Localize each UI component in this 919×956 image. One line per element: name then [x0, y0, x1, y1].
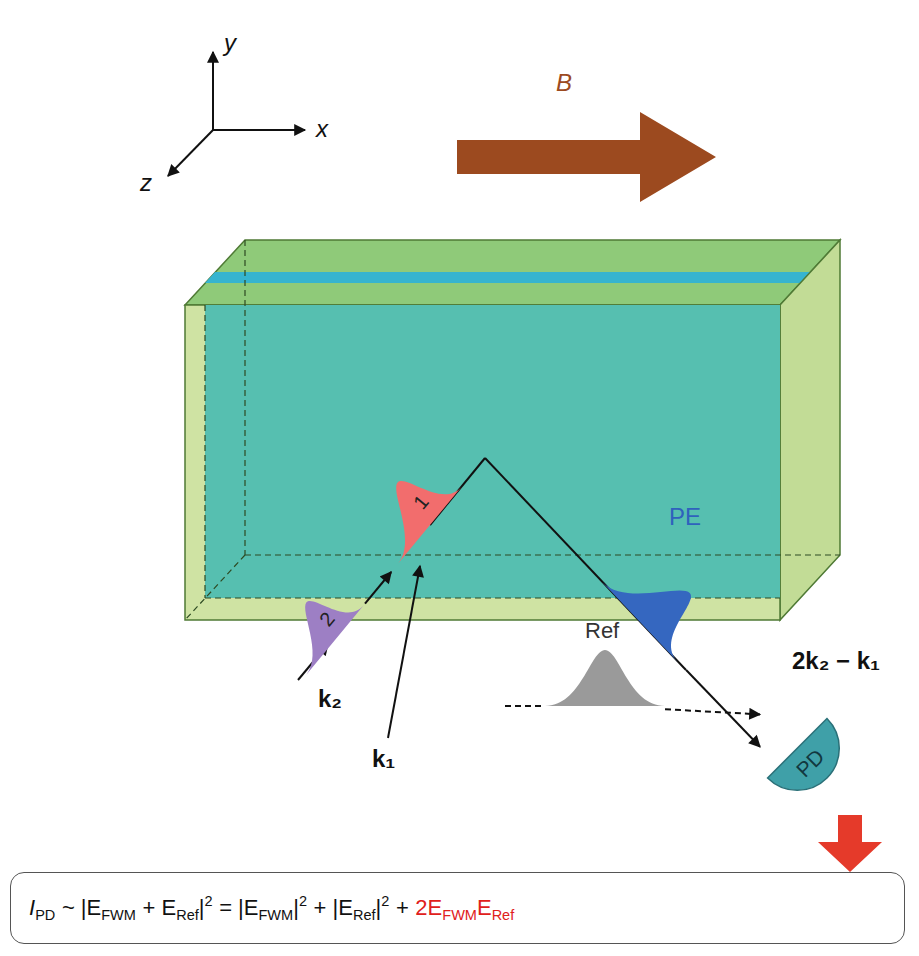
detector-body [768, 719, 857, 808]
intensity-formula-box: IPD~ |EFWM+ ERef|2= |EFWM|2+ |ERef|2+2EF… [10, 872, 905, 944]
pulse-envelope [545, 650, 665, 706]
axis-label: y [224, 30, 236, 56]
pulse-label: 1 [410, 491, 433, 512]
beam-arrow [665, 709, 760, 714]
formula-part: + [396, 895, 409, 920]
photon-echo-pulse: PE [585, 505, 720, 670]
formula-part: = |E [219, 895, 258, 920]
pulse-shape [370, 450, 480, 572]
beam-arrow [686, 670, 760, 747]
pulse-label: Ref [585, 620, 619, 642]
formula-part: I [29, 895, 35, 920]
formula-part: E [477, 895, 492, 920]
detector-shape [760, 705, 870, 815]
field-label: B [556, 70, 572, 96]
formula-part: 2 [381, 893, 389, 909]
pump-pulse-2: 2 [265, 545, 365, 675]
formula-part: 2E [415, 895, 442, 920]
formula-part: Ref [492, 907, 515, 923]
k1-beam [388, 566, 420, 738]
formula-part: + E [143, 895, 177, 920]
slab-top [185, 240, 840, 305]
formula-part: | [376, 895, 382, 920]
formula-part: ~ |E [62, 895, 101, 920]
formula-part: Ref [176, 907, 199, 923]
pulse-envelope [602, 544, 718, 662]
pump-pulse-1: 1 [370, 450, 480, 572]
formula-part: | [293, 895, 299, 920]
k2-beam [298, 644, 328, 680]
wavevector-label: k₂ [318, 686, 342, 712]
axis-label: x [316, 116, 328, 142]
slab-side [780, 240, 840, 620]
formula-part: PD [35, 907, 55, 923]
wavevector-label: k₁ [372, 746, 395, 772]
pulse-label: PE [669, 505, 701, 529]
field-arrow [457, 112, 716, 202]
pulse-shape [545, 620, 665, 712]
pulse-label: 2 [316, 609, 339, 630]
beam-paths [298, 458, 686, 738]
hidden-edges [185, 240, 840, 620]
pulse-envelope [358, 453, 462, 563]
formula-part: 2 [299, 893, 307, 909]
slab-front [185, 305, 780, 620]
edge-label: 2k₂ − k₁ [792, 648, 880, 674]
echo-beam [485, 458, 686, 670]
axis-label: z [140, 170, 152, 196]
y-axis [212, 52, 214, 130]
formula-part: FWM [442, 907, 477, 923]
slab-front-inner [205, 305, 780, 598]
x-axis [213, 129, 305, 131]
reference-beam [505, 705, 545, 707]
reference-pulse: Ref [545, 620, 665, 712]
formula-part: Ref [353, 907, 376, 923]
formula-part: 2 [204, 893, 212, 909]
pulse-shape [265, 545, 365, 675]
formula-part: FWM [259, 907, 294, 923]
axes [168, 52, 305, 176]
signal-arrow [818, 815, 882, 872]
beam-to-apex [430, 458, 485, 525]
z-axis [168, 130, 213, 176]
detector-label: PD [792, 745, 827, 780]
formula-text: IPD~ |EFWM+ ERef|2= |EFWM|2+ |ERef|2+2EF… [11, 893, 532, 923]
beam-arrow [365, 572, 391, 604]
formula-part: | [199, 895, 205, 920]
formula-part: + |E [314, 895, 353, 920]
formula-part: FWM [101, 907, 136, 923]
quantum-well-layer [205, 272, 811, 283]
pulse-envelope [271, 576, 364, 675]
pulse-shape [585, 505, 720, 670]
photodetector: PD [760, 705, 870, 815]
sample-slab [185, 240, 840, 620]
